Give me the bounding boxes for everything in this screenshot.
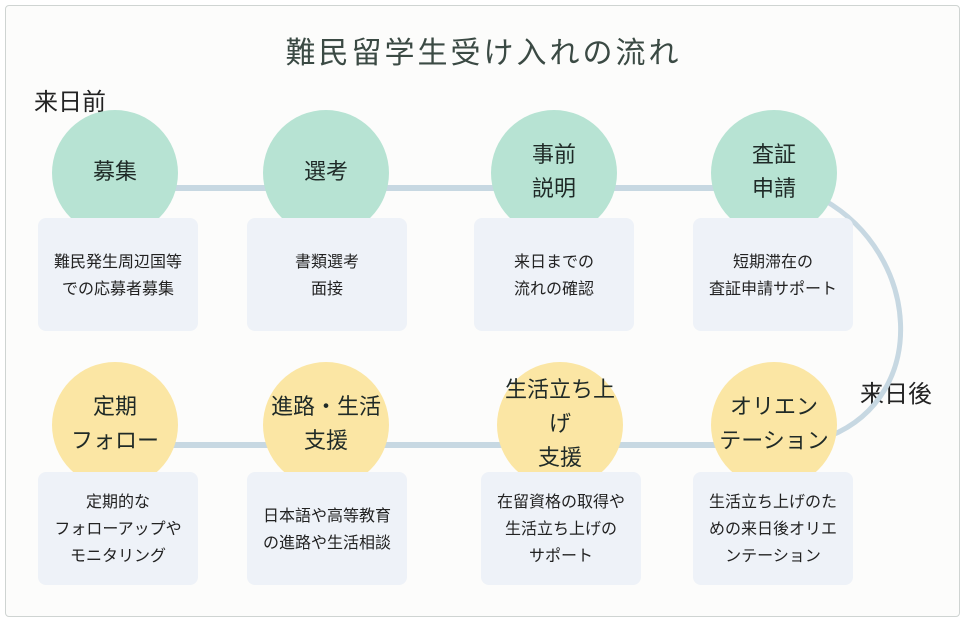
step-card-follow-up: 定期的な フォローアップや モニタリング — [38, 472, 198, 585]
step-card-recruitment: 難民発生周辺国等 での応募者募集 — [38, 218, 198, 331]
step-circle-life-setup: 生活立ち上げ 支援 — [497, 362, 623, 488]
step-card-visa: 短期滞在の 査証申請サポート — [693, 218, 853, 331]
step-circle-career-support: 進路・生活 支援 — [263, 362, 389, 488]
step-circle-follow-up: 定期 フォロー — [52, 362, 178, 488]
step-card-career-support: 日本語や高等教育 の進路や生活相談 — [247, 472, 407, 585]
step-card-orientation: 生活立ち上げのた めの来日後オリエ ンテーション — [693, 472, 853, 585]
diagram-title: 難民留学生受け入れの流れ — [285, 36, 682, 71]
step-card-pre-briefing: 来日までの 流れの確認 — [474, 218, 634, 331]
step-card-selection: 書類選考 面接 — [247, 218, 407, 331]
step-circle-visa: 査証 申請 — [711, 110, 837, 236]
step-card-life-setup: 在留資格の取得や 生活立ち上げの サポート — [481, 472, 641, 585]
phase-label-before: 来日前 — [34, 88, 106, 116]
step-circle-pre-briefing: 事前 説明 — [491, 110, 617, 236]
step-circle-orientation: オリエン テーション — [711, 362, 837, 488]
step-circle-selection: 選考 — [263, 110, 389, 236]
step-circle-recruitment: 募集 — [52, 110, 178, 236]
curve-connector — [822, 197, 904, 439]
